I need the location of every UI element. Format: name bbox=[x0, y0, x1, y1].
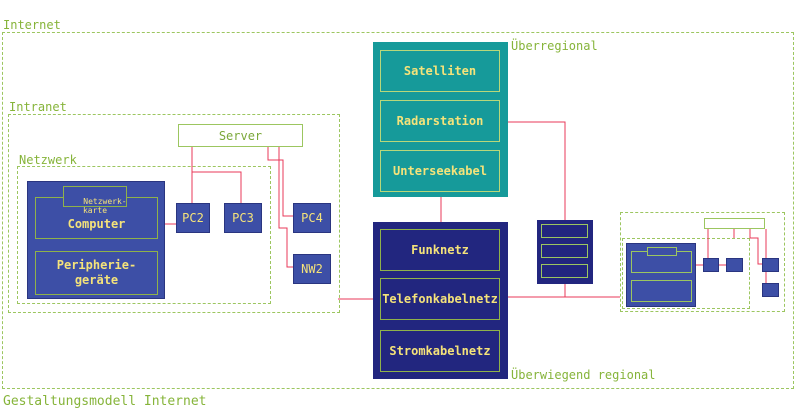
ueberregional-label: Überregional bbox=[511, 39, 598, 53]
pc4-node[interactable]: PC4 bbox=[293, 203, 331, 233]
telefonkabelnetz-label: Telefonkabelnetz bbox=[382, 292, 498, 306]
right-pc-node[interactable] bbox=[726, 258, 743, 272]
radarstation-box[interactable]: Radarstation bbox=[380, 100, 500, 142]
right-netzwerkkarte-box bbox=[647, 247, 677, 256]
funknetz-label: Funknetz bbox=[411, 243, 469, 257]
ueberregional-block[interactable]: Satelliten Radarstation Unterseekabel bbox=[373, 42, 508, 197]
unterseekabel-box[interactable]: Unterseekabel bbox=[380, 150, 500, 192]
peripherie-box[interactable]: Peripherie- geräte bbox=[35, 251, 158, 295]
internet-label: Internet bbox=[3, 18, 61, 32]
netzwerkkarte-box[interactable]: Netzwerk- karte bbox=[63, 186, 127, 215]
right-server-box[interactable] bbox=[704, 218, 765, 229]
regional-block[interactable]: Funknetz Telefonkabelnetz Stromkabelnetz bbox=[373, 222, 508, 379]
right-peripherie-box bbox=[631, 280, 692, 302]
server-label: Server bbox=[218, 128, 263, 143]
right-pc-node[interactable] bbox=[762, 283, 779, 297]
pc2-node[interactable]: PC2 bbox=[176, 203, 210, 233]
right-computer-block[interactable] bbox=[626, 243, 696, 307]
pc3-node[interactable]: PC3 bbox=[224, 203, 262, 233]
peripherie-label: Peripherie- geräte bbox=[56, 258, 137, 287]
right-pc-node[interactable] bbox=[762, 258, 779, 272]
intranet-label: Intranet bbox=[9, 100, 67, 114]
server-box[interactable]: Server bbox=[178, 124, 303, 147]
stromkabelnetz-label: Stromkabelnetz bbox=[389, 344, 491, 358]
intranet-frame bbox=[8, 114, 340, 313]
satelliten-box[interactable]: Satelliten bbox=[380, 50, 500, 92]
netzwerkkarte-label: Netzwerk- karte bbox=[82, 197, 127, 215]
ueberwiegend-regional-label: Überwiegend regional bbox=[511, 368, 656, 382]
right-inner-network-frame bbox=[622, 238, 750, 309]
switch-port bbox=[541, 244, 588, 258]
radarstation-label: Radarstation bbox=[396, 114, 484, 128]
switch-port bbox=[541, 224, 588, 238]
pc4-label: PC4 bbox=[301, 211, 323, 225]
computer-block[interactable]: Computer Netzwerk- karte Peripherie- ger… bbox=[27, 181, 165, 299]
telefonkabelnetz-box[interactable]: Telefonkabelnetz bbox=[380, 278, 500, 320]
unterseekabel-label: Unterseekabel bbox=[393, 164, 487, 178]
pc2-label: PC2 bbox=[182, 211, 204, 225]
right-network-frame bbox=[620, 212, 785, 312]
stromkabelnetz-box[interactable]: Stromkabelnetz bbox=[380, 330, 500, 372]
netzwerk-label: Netzwerk bbox=[19, 153, 77, 167]
nw2-label: NW2 bbox=[301, 262, 323, 276]
nw2-node[interactable]: NW2 bbox=[293, 254, 331, 284]
satelliten-label: Satelliten bbox=[403, 64, 477, 78]
internet-frame bbox=[2, 32, 794, 389]
funknetz-box[interactable]: Funknetz bbox=[380, 229, 500, 271]
netzwerk-frame bbox=[17, 166, 271, 304]
pc3-label: PC3 bbox=[232, 211, 254, 225]
computer-label: Computer bbox=[67, 217, 126, 231]
footer-title: Gestaltungsmodell Internet bbox=[3, 394, 207, 409]
switch-device[interactable] bbox=[537, 220, 593, 284]
right-pc-node[interactable] bbox=[703, 258, 719, 272]
switch-port bbox=[541, 264, 588, 278]
